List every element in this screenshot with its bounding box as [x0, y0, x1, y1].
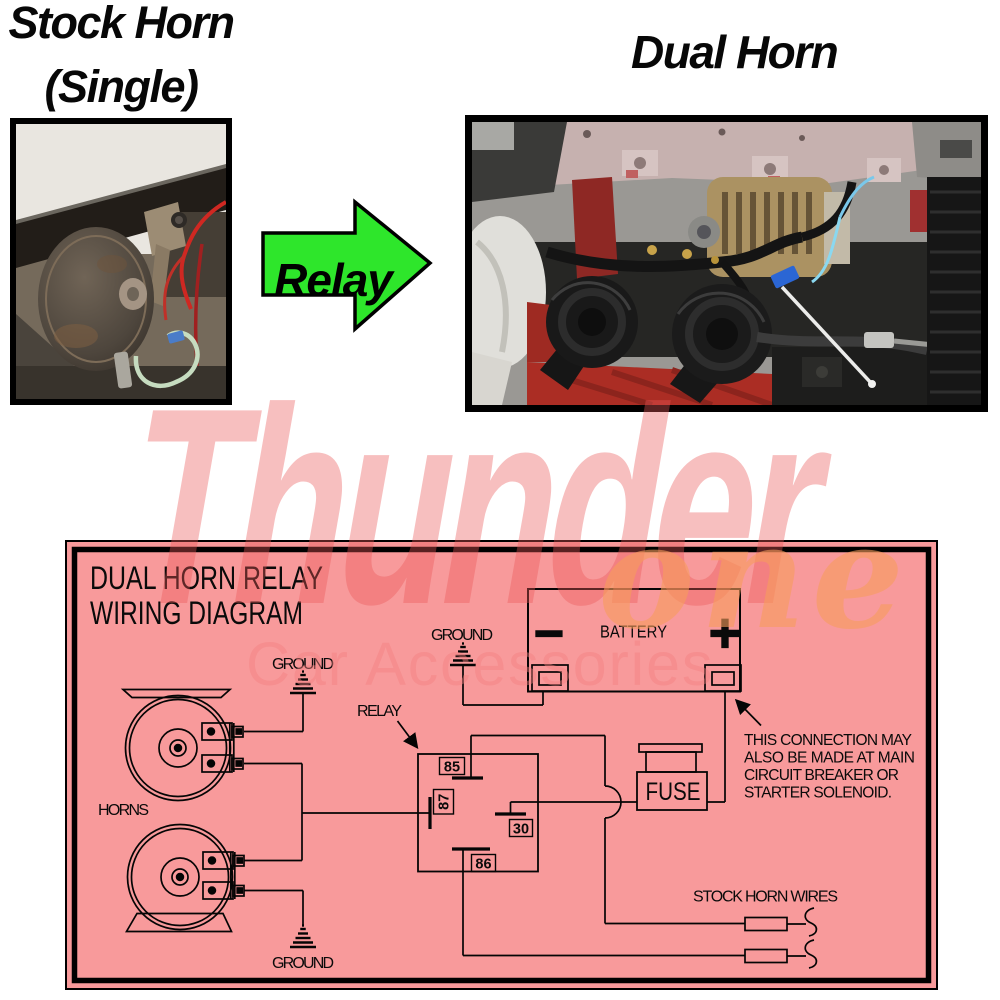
ground-label-horn-top: GROUND: [272, 656, 334, 673]
right-photo-title: Dual Horn: [631, 26, 839, 78]
relay-callout-arrow: [396, 720, 419, 749]
wires: [244, 665, 818, 969]
ground-label-battery: GROUND: [431, 627, 493, 644]
relay-pin-30: 30: [513, 822, 529, 838]
diagram-title-line1: DUAL HORN RELAY: [90, 560, 323, 596]
panel-inner-border: [71, 546, 932, 984]
relay-callout-label: RELAY: [357, 703, 402, 720]
left-photo-title-line1: Stock Horn: [8, 0, 235, 48]
relay-symbol: 85 87 30 86: [417, 753, 539, 873]
stock-horn-photo-art: [16, 124, 227, 399]
wiring-diagram-panel: DUAL HORN RELAY WIRING DIAGRAM: [65, 540, 938, 990]
horns-label: HORNS: [98, 802, 149, 819]
fuse-symbol: FUSE: [636, 743, 708, 811]
battery-label: BATTERY: [600, 622, 667, 642]
battery-symbol: − + BATTERY: [527, 588, 742, 693]
note-line4: STARTER SOLENOID.: [744, 785, 892, 802]
wiring-diagram: DUAL HORN RELAY WIRING DIAGRAM: [65, 540, 938, 990]
relay-pin-85: 85: [444, 760, 460, 776]
dual-horn-photo: [454, 115, 988, 412]
battery-plus-terminal-label: +: [709, 601, 742, 664]
note-line3: CIRCUIT BREAKER OR: [744, 767, 899, 784]
horn-top-symbol: [120, 688, 244, 802]
connection-note: THIS CONNECTION MAY ALSO BE MADE AT MAIN…: [734, 698, 915, 802]
diagram-title-line2: WIRING DIAGRAM: [90, 595, 303, 631]
battery-minus-terminal-label: −: [534, 605, 564, 663]
horn-bottom-symbol: [125, 823, 245, 933]
relay-pin-87: 87: [437, 794, 453, 810]
relay-pin-86: 86: [475, 857, 491, 873]
stock-horn-photo: [10, 118, 232, 405]
ground-label-horn-bottom: GROUND: [272, 955, 334, 972]
relay-arrow: Relay: [258, 198, 438, 333]
left-photo-title-line2: (Single): [44, 61, 200, 112]
relay-arrow-label: Relay: [274, 254, 393, 306]
stock-horn-wires-label: STOCK HORN WIRES: [693, 889, 838, 906]
relay-arrow-shape: [261, 198, 433, 333]
note-arrow: [734, 698, 762, 727]
fuse-label: FUSE: [646, 778, 701, 806]
note-line1: THIS CONNECTION MAY: [744, 732, 912, 749]
note-line2: ALSO BE MADE AT MAIN: [744, 750, 915, 767]
dual-horn-photo-art: [454, 122, 981, 408]
stock-horn-wires: STOCK HORN WIRES: [693, 889, 838, 964]
